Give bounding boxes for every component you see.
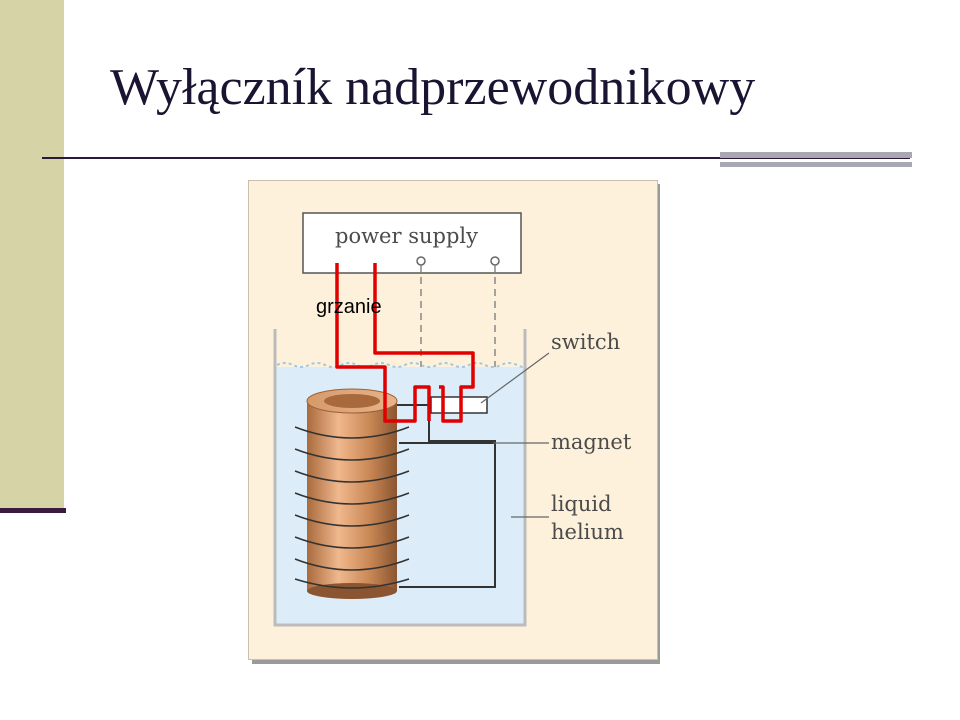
side-decor-line — [0, 508, 66, 513]
power-supply-box — [302, 212, 522, 274]
switch-body — [430, 396, 488, 414]
diagram-svg: power supply — [273, 212, 632, 627]
magnet-coil-body — [307, 401, 397, 591]
terminal-left — [416, 256, 426, 266]
title-underline — [42, 157, 910, 159]
power-supply-label: power supply — [335, 224, 478, 248]
title-rule-accent-top — [720, 152, 912, 158]
heater-wire-right — [373, 263, 475, 423]
heater-wire-left — [335, 263, 431, 423]
magnet-circuit-wire — [369, 404, 496, 588]
coil-windings — [294, 426, 410, 589]
liquid-label: liquid — [551, 492, 612, 516]
dewar-vessel — [273, 329, 527, 627]
helium-surface — [276, 362, 526, 368]
heating-annotation: grzanie — [316, 296, 382, 318]
terminal-right — [490, 256, 500, 266]
switch-label: switch — [551, 330, 620, 354]
helium-label: helium — [551, 520, 624, 544]
magnet-label: magnet — [551, 430, 632, 454]
switch-leader — [480, 352, 550, 404]
superconducting-switch-diagram: power supply — [248, 180, 658, 660]
slide-title: Wyłączník nadprzewodnikowy — [110, 59, 756, 116]
title-rule-accent-bottom — [720, 162, 912, 167]
side-decor-bar — [0, 0, 64, 512]
magnet-coil-bore — [324, 394, 380, 408]
